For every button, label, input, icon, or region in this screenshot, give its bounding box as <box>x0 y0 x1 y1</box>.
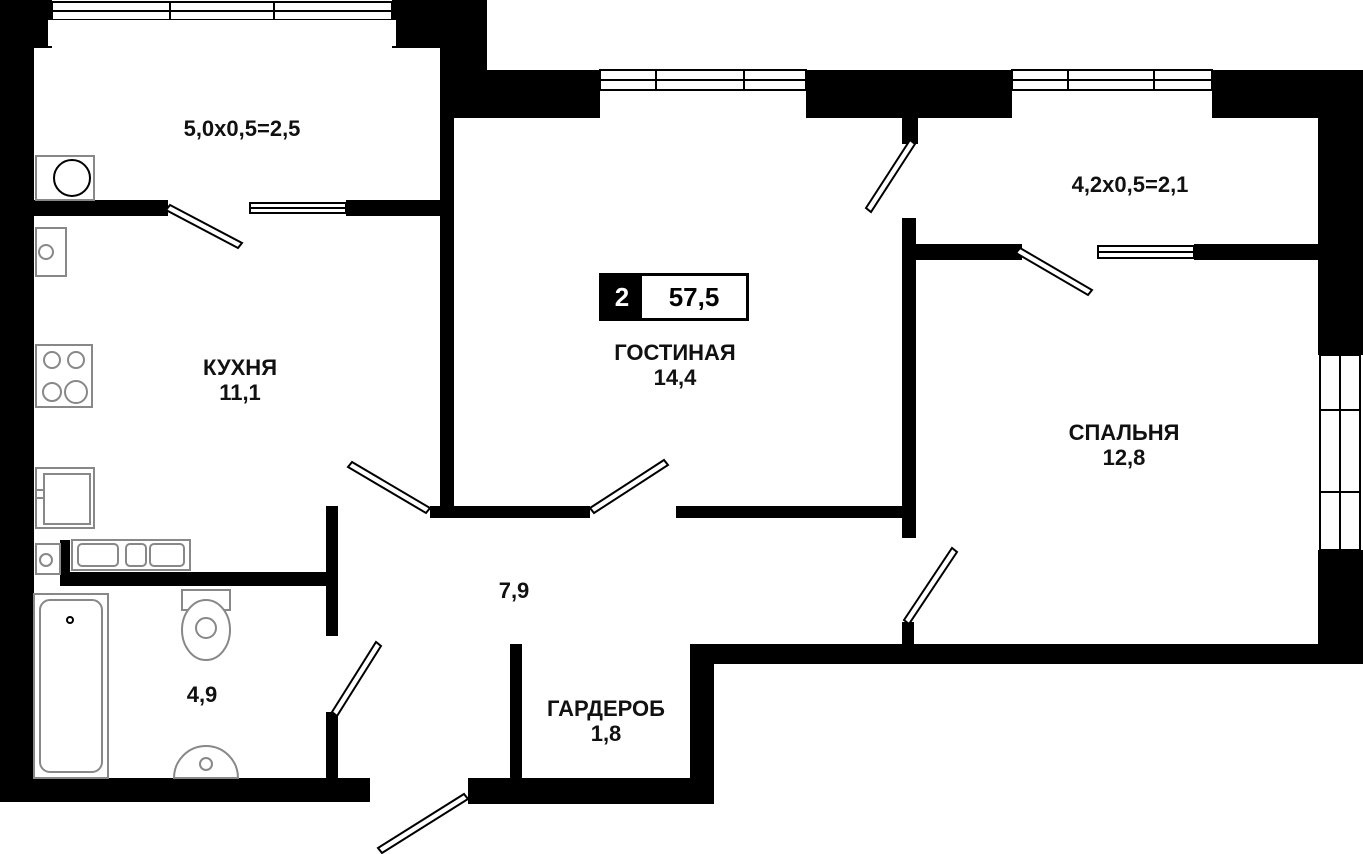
room-label-kitchen: КУХНЯ 11,1 <box>170 355 310 406</box>
room-name: СПАЛЬНЯ <box>1068 420 1180 445</box>
room-label-bathroom: 4,9 <box>162 682 242 707</box>
walls <box>0 0 1363 804</box>
fixtures <box>33 155 240 779</box>
room-area: 14,4 <box>653 365 697 391</box>
room-label-wardrobe: ГАРДЕРОБ 1,8 <box>528 696 684 747</box>
bedroom-balcony-label: 4,2x0,5=2,1 <box>1040 172 1220 197</box>
windows <box>48 1 1361 551</box>
room-label-bedroom: СПАЛЬНЯ 12,8 <box>1044 420 1204 471</box>
room-area: 4,9 <box>186 682 218 707</box>
room-label-living: ГОСТИНАЯ 14,4 <box>590 340 760 391</box>
room-area: 1,8 <box>590 721 622 747</box>
room-name: ГОСТИНАЯ <box>614 340 736 365</box>
room-area: 12,8 <box>1102 445 1146 471</box>
room-area: 7,9 <box>498 578 530 603</box>
apartment-badge: 2 57,5 <box>599 273 749 321</box>
room-name: ГАРДЕРОБ <box>547 696 665 721</box>
total-area: 57,5 <box>668 281 720 312</box>
bedroom-balcony-area: 4,2x0,5=2,1 <box>1071 172 1189 197</box>
room-count: 2 <box>602 276 642 318</box>
room-name: КУХНЯ <box>202 355 278 380</box>
room-area: 11,1 <box>219 380 261 406</box>
doors <box>164 138 1094 854</box>
kitchen-balcony-label: 5,0x0,5=2,5 <box>152 116 332 141</box>
room-label-hall: 7,9 <box>474 578 554 603</box>
kitchen-balcony-area: 5,0x0,5=2,5 <box>183 116 301 141</box>
